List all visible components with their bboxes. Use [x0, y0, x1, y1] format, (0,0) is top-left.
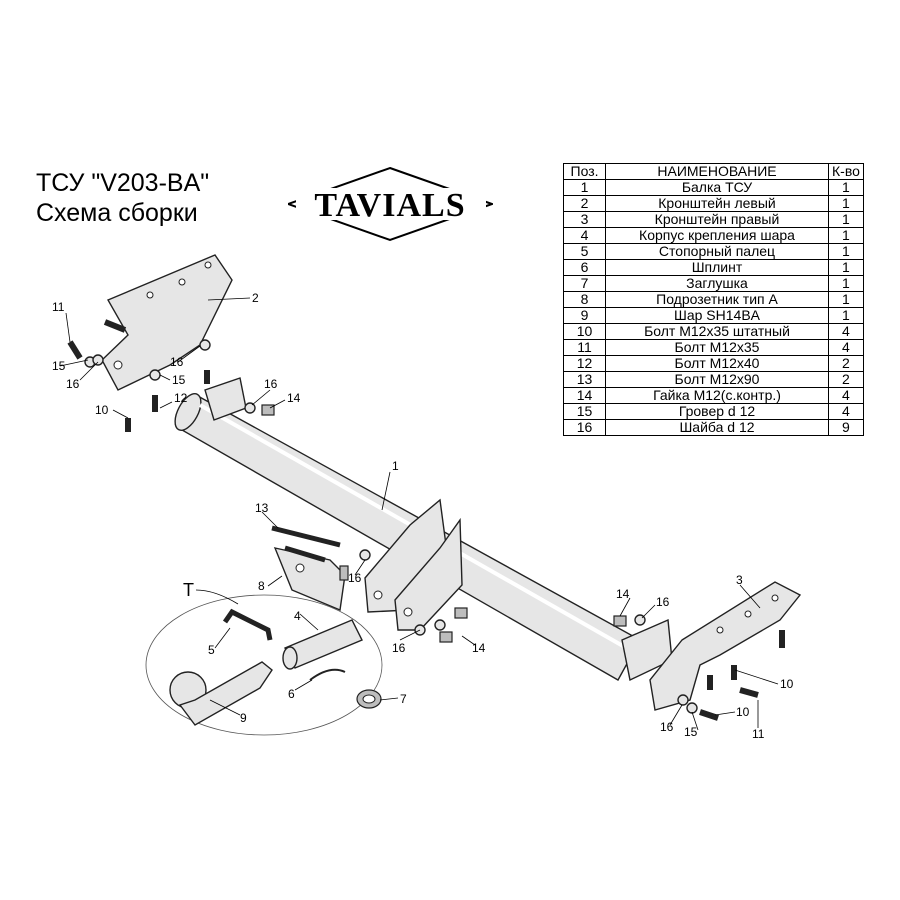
cell-pos: 16	[563, 419, 606, 436]
callout-5: 5	[208, 643, 215, 657]
locking-pin-part-5	[222, 608, 273, 641]
cell-name: Заглушка	[605, 275, 829, 292]
callout-T: T	[183, 580, 194, 600]
callout-11a: 11	[52, 300, 65, 314]
title-line-2: Схема сборки	[36, 199, 198, 227]
callout-labels: 2 1 3 4 5 6 7 8 9 10 10 10 11 11 12 13 1…	[52, 291, 794, 741]
callout-1: 1	[392, 459, 399, 473]
brand-logo: TAVIALS	[288, 166, 493, 242]
hardware-fasteners	[67, 319, 785, 721]
callout-9: 9	[240, 711, 247, 725]
title-line-1: ТСУ "V203-BA"	[36, 169, 210, 197]
callout-3: 3	[736, 573, 743, 587]
callout-6: 6	[288, 687, 295, 701]
leader-lines	[59, 297, 779, 731]
callout-10c: 10	[736, 705, 750, 719]
cell-pos: 15	[563, 403, 606, 420]
callout-14c: 14	[472, 641, 486, 655]
cotter-pin-part-6	[309, 668, 346, 681]
center-brackets	[364, 498, 463, 631]
callout-7: 7	[400, 692, 407, 706]
cell-pos: 11	[563, 339, 606, 356]
callout-11b: 11	[752, 727, 765, 741]
callout-10a: 10	[95, 403, 109, 417]
callout-16d: 16	[348, 571, 362, 585]
cell-name: Гайка М12(с.контр.)	[605, 387, 829, 404]
plug-part-7	[356, 689, 382, 709]
callout-16g: 16	[660, 720, 674, 734]
cell-name: Шплинт	[605, 259, 829, 276]
cell-name: Корпус крепления шара	[605, 227, 829, 244]
cell-name: Кронштейн левый	[605, 195, 829, 212]
callout-15b: 15	[172, 373, 186, 387]
cell-qty: 9	[828, 419, 864, 436]
callout-12a: 12	[174, 391, 188, 405]
callout-16e: 16	[392, 641, 406, 655]
callout-2: 2	[252, 291, 259, 305]
logo-text: TAVIALS	[314, 187, 465, 224]
ball-mount-group-outline	[145, 594, 383, 736]
callout-15a: 15	[52, 359, 66, 373]
callout-8: 8	[258, 579, 265, 593]
ball-housing-part-4	[282, 619, 363, 670]
callout-10b: 10	[780, 677, 794, 691]
bolts-part-13	[271, 525, 341, 563]
callout-15c: 15	[684, 725, 698, 739]
callout-16a: 16	[66, 377, 80, 391]
cell-name: Болт М12х35 штатный	[605, 323, 829, 340]
callout-16b: 16	[170, 355, 184, 369]
ball-part-9	[169, 661, 273, 726]
callout-13: 13	[255, 501, 269, 515]
callout-16c: 16	[264, 377, 278, 391]
page-title: ТСУ "V203-BA" Схема сборки	[36, 168, 209, 228]
logo-graphic: TAVIALS	[288, 166, 493, 242]
cell-qty: 2	[828, 355, 864, 372]
cell-name: Шайба d 12	[605, 419, 829, 436]
callout-4: 4	[294, 609, 301, 623]
callout-16f: 16	[656, 595, 670, 609]
callout-14b: 14	[616, 587, 630, 601]
cell-pos: 12	[563, 355, 606, 372]
right-bracket-part-3	[649, 581, 802, 711]
left-bracket-part-2	[101, 254, 233, 391]
callout-14a: 14	[287, 391, 301, 405]
